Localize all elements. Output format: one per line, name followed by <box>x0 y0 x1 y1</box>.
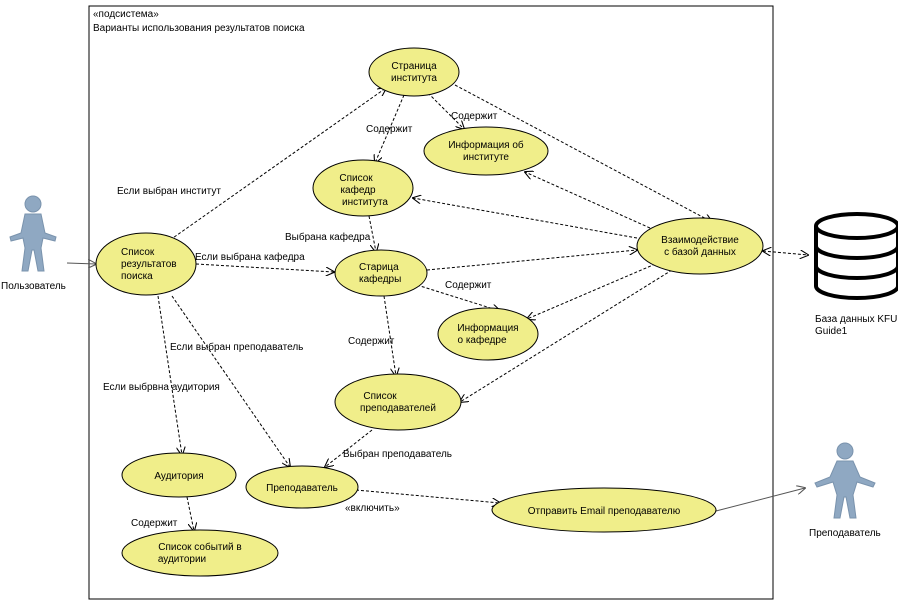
usecase-label-line: Информация об <box>448 139 524 151</box>
edge-db-to-institute-info <box>525 172 651 229</box>
usecase-send-email[interactable]: Отправить Email преподавателю <box>491 487 717 533</box>
edge-db-to-deptinfo <box>527 261 661 319</box>
edge-db-to-deptlist <box>413 198 638 239</box>
edge-label-if-auditorium: Если выбрвна аудитория <box>103 381 220 393</box>
edge-results-to-deptpage <box>195 263 334 272</box>
edge-deptpage-to-teachers <box>383 295 396 376</box>
usecase-label-line: результатов <box>121 259 177 270</box>
usecase-label-line: институте <box>463 152 509 163</box>
stick-figure-icon <box>814 442 876 519</box>
edge-label-chosen-dept: Выбрана кафедра <box>285 231 371 243</box>
actor-user-label: Пользователь <box>1 281 66 292</box>
usecase-label-line: Список <box>363 391 397 402</box>
actor-teacher[interactable]: Преподаватель <box>809 442 881 539</box>
edge-label-contains-3: Содержит <box>445 280 492 291</box>
usecase-label-line: Список событий в <box>158 541 241 553</box>
edge-label-contains-2: Содержит <box>451 111 498 122</box>
usecase-label-line: Список <box>339 173 373 184</box>
usecase-auditorium[interactable]: Аудитория <box>121 452 237 498</box>
edge-results-to-institute <box>169 88 386 241</box>
usecase-label-line: Страница <box>391 61 437 72</box>
edge-results-to-auditorium <box>157 295 182 455</box>
database-label-line: Guide1 <box>815 326 848 337</box>
edge-label-if-dept: Если выбрана кафедра <box>195 251 305 263</box>
edge-db-to-teachers <box>460 269 673 402</box>
usecase-label-line: кафедры <box>359 273 401 285</box>
usecase-label-line: кафедр <box>340 184 376 196</box>
assoc-email-to-teacher <box>715 488 805 512</box>
subsystem-stereotype: «подсистема» <box>93 9 159 20</box>
database-icon <box>814 212 898 300</box>
edge-teacher-to-email <box>355 489 500 503</box>
edge-label-contains-1: Содержит <box>366 124 413 135</box>
usecase-label-line: Преподаватель <box>266 483 338 494</box>
edge-deptlist-to-deptpage <box>368 215 376 252</box>
assoc-user-to-results <box>66 263 96 264</box>
stick-figure-icon <box>9 195 57 272</box>
usecase-teacher[interactable]: Преподаватель <box>245 465 359 509</box>
edge-institute-to-info <box>427 92 464 129</box>
actor-user[interactable]: Пользователь <box>1 195 66 292</box>
usecase-label-line: с базой данных <box>664 246 736 258</box>
usecase-label-line: поиска <box>121 271 153 282</box>
usecase-label-line: Старица <box>359 262 399 273</box>
edge-label-if-institute: Если выбран институт <box>117 185 221 197</box>
usecase-label-line: Отправить Email преподавателю <box>528 506 681 517</box>
usecase-label-line: преподавателей <box>360 403 436 414</box>
usecase-label-line: о кафедре <box>457 334 506 346</box>
edge-db-uc-to-database <box>763 251 808 255</box>
edge-deptpage-to-info <box>416 284 500 311</box>
edge-label-chosen-teacher: Выбран преподаватель <box>343 448 452 460</box>
edge-label-include: «включить» <box>345 503 400 514</box>
usecase-label-line: института <box>342 197 388 208</box>
edge-institute-to-db <box>454 84 712 222</box>
subsystem-boundary <box>88 5 774 600</box>
usecase-label-line: Взаимодействие <box>661 235 739 246</box>
usecase-label-line: Аудитория <box>154 471 203 482</box>
actor-teacher-label: Преподаватель <box>809 528 881 539</box>
edge-label-contains-5: Содержит <box>131 518 178 529</box>
usecase-label-line: аудитории <box>158 554 206 565</box>
edge-auditorium-to-events <box>186 496 194 531</box>
usecase-label-line: Список <box>121 247 155 258</box>
edge-deptpage-to-db <box>426 250 637 271</box>
edge-label-if-teacher: Если выбран преподаватель <box>170 341 303 353</box>
database-label-line: База данных KFU <box>815 314 897 325</box>
subsystem-title: Варианты использования результатов поиск… <box>93 23 305 34</box>
usecase-label-line: Информация <box>457 322 518 334</box>
edge-label-contains-4: Содержит <box>348 336 395 347</box>
usecase-label-line: института <box>391 73 437 84</box>
edge-institute-to-deptlist <box>375 94 405 163</box>
